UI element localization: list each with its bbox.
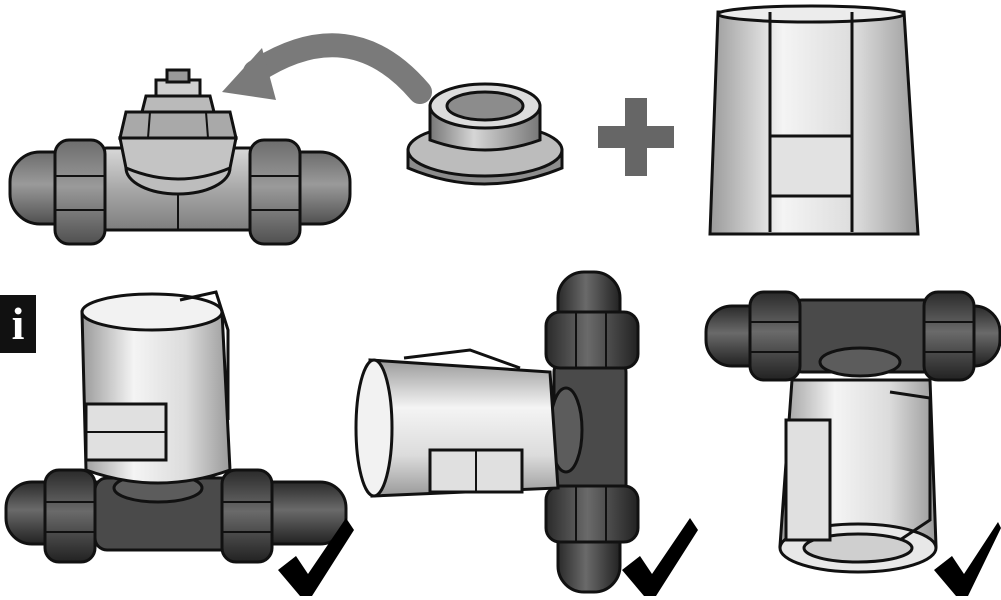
checkmark-icon bbox=[934, 522, 1001, 596]
checkmark-icon bbox=[278, 518, 354, 596]
mounting-vertical-up bbox=[4, 290, 348, 564]
plus-icon bbox=[598, 98, 674, 176]
info-icon: i bbox=[0, 295, 36, 353]
mounting-horizontal bbox=[354, 270, 640, 594]
mounting-vertical-down bbox=[704, 290, 1001, 574]
curved-arrow-icon bbox=[222, 33, 432, 104]
actuator-icon bbox=[708, 4, 920, 236]
valve-icon bbox=[8, 68, 352, 246]
adapter-ring-icon bbox=[406, 82, 564, 186]
checkmark-icon bbox=[622, 518, 698, 596]
